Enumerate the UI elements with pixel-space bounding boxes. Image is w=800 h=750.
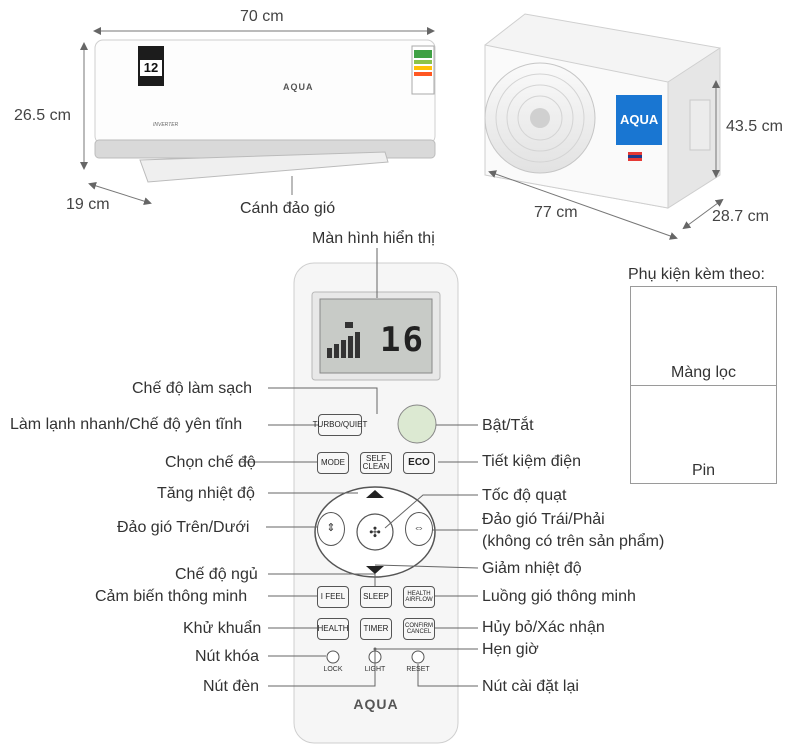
outdoor-depth-arrow [682,198,724,230]
filter-label: Màng lọc [671,364,736,381]
timer-button[interactable]: TIMER [360,618,392,640]
temp-down-button[interactable] [360,561,390,577]
health-button[interactable]: HEALTH [317,618,349,640]
callout-temp-up: Tăng nhiệt độ [157,485,255,502]
indoor-brand-logo: AQUA [283,82,314,92]
warranty-badge: 12 [143,60,159,75]
callout-swing-vertical: Đảo gió Trên/Dưới [117,519,250,536]
callout-self-clean: Chế độ làm sạch [132,380,253,397]
battery-box [630,385,777,484]
display-label: Màn hình hiển thị [312,230,435,247]
callout-turbo-quiet: Làm lạnh nhanh/Chế độ yên tĩnh [10,416,243,433]
callout-timer: Hẹn giờ [482,641,539,658]
callout-sleep: Chế độ ngủ [175,566,258,583]
outdoor-unit [484,13,721,209]
filter-box [630,286,777,386]
callout-eco: Tiết kiệm điện [482,453,581,470]
inverter-text: INVERTER [153,122,179,128]
callout-swing-horizontal: Đảo gió Trái/Phải [482,511,605,528]
eco-button[interactable]: ECO [403,452,435,474]
callout-light: Nút đèn [203,678,260,695]
callout-health-airflow: Luồng gió thông minh [482,588,636,605]
accessories-title: Phụ kiện kèm theo: [628,266,765,283]
callout-reset: Nút cài đặt lại [482,678,579,695]
outdoor-brand-logo: AQUA [620,112,659,127]
callout-lines [240,248,479,687]
callout-confirm-cancel: Hủy bỏ/Xác nhận [482,619,605,636]
ifeel-button[interactable]: I FEEL [317,586,349,608]
indoor-unit [94,39,436,183]
swing-horizontal-button[interactable]: ⇔ [405,512,433,546]
swing-vertical-button[interactable]: ⇕ [317,512,345,546]
turbo-quiet-button[interactable]: TURBO/QUIET [313,414,367,436]
outdoor-depth-label: 28.7 cm [712,208,769,225]
indoor-depth-label: 19 cm [66,196,110,213]
light-button-label[interactable]: LIGHT [364,666,386,673]
remote-brand-logo: AQUA [353,696,399,712]
sleep-button[interactable]: SLEEP [360,586,392,608]
callout-ifeel: Cảm biến thông minh [95,588,248,605]
self-clean-button[interactable]: SELF CLEAN [360,452,392,474]
callout-fan-speed: Tốc độ quạt [482,487,567,504]
callout-swing-horizontal-note: (không có trên sản phẩm) [482,533,665,550]
mode-button[interactable]: MODE [317,452,349,474]
confirm-cancel-button[interactable]: CONFIRM CANCEL [403,618,435,640]
indoor-depth-arrow [88,181,152,206]
lcd-temperature: 16 [380,320,425,360]
louver-label: Cánh đảo gió [240,200,336,217]
power-button[interactable] [399,415,435,434]
lock-button-label[interactable]: LOCK [323,666,343,673]
callout-power: Bật/Tắt [482,417,534,434]
outdoor-height-label: 43.5 cm [726,118,783,135]
callout-mode: Chọn chế độ [165,454,256,471]
indoor-width-label: 70 cm [240,8,284,25]
temp-up-button[interactable] [360,487,390,503]
fan-speed-button[interactable]: ✣ [369,524,381,540]
health-airflow-button[interactable]: HEALTH AIRFLOW [403,586,435,608]
lcd-fan-icon [325,322,369,360]
indoor-height-label: 26.5 cm [14,107,71,124]
callout-lock: Nút khóa [195,648,260,665]
callout-health: Khử khuẩn [183,620,262,637]
callout-temp-down: Giảm nhiệt độ [482,560,582,577]
battery-label: Pin [691,462,716,479]
outdoor-width-label: 77 cm [534,204,578,221]
reset-button-label[interactable]: RESET [406,666,430,673]
outdoor-width-arrow [488,170,678,240]
